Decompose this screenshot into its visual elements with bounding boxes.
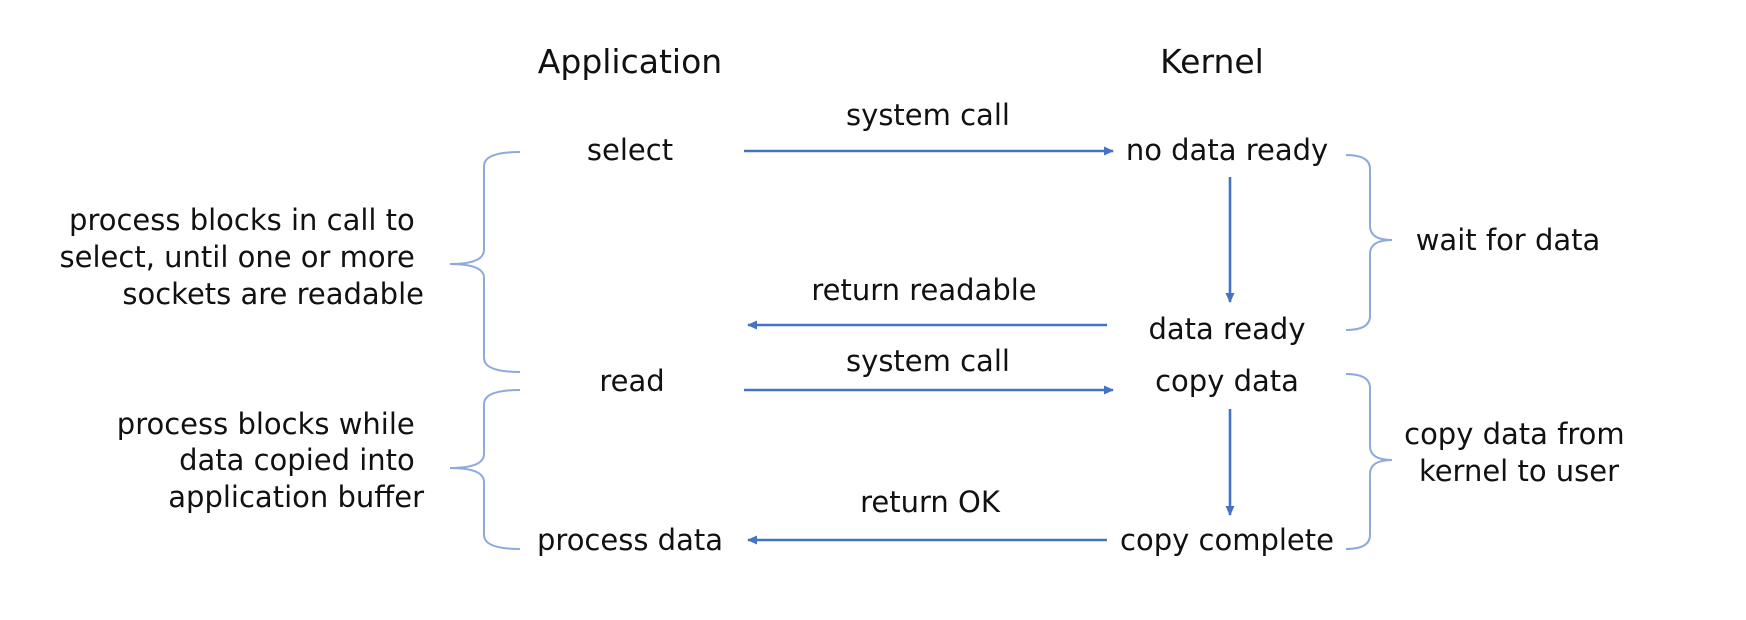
annotation-wait-line-1: wait for data bbox=[1416, 223, 1601, 257]
kernel-step-no-data-ready: no data ready bbox=[1126, 133, 1328, 167]
annotation-copy-line-2: kernel to user bbox=[1419, 454, 1619, 488]
right-brace-wait bbox=[1345, 154, 1393, 331]
app-step-read: read bbox=[599, 364, 664, 398]
annotation-select-line-3: sockets are readable bbox=[122, 277, 424, 311]
app-step-select: select bbox=[587, 133, 673, 167]
kernel-step-copy-data: copy data bbox=[1155, 364, 1299, 398]
message-system-call-select: system call bbox=[846, 98, 1010, 132]
left-brace-select bbox=[449, 151, 521, 373]
message-system-call-read: system call bbox=[846, 344, 1010, 378]
right-brace-copy bbox=[1345, 373, 1393, 550]
annotation-read-blocking: process blocks while data copied into ap… bbox=[117, 407, 424, 514]
annotation-select-blocking: process blocks in call to select, until … bbox=[60, 203, 424, 311]
left-brace-read bbox=[449, 389, 521, 550]
annotation-wait-for-data: wait for data bbox=[1416, 223, 1601, 257]
annotation-copy-line-1: copy data from bbox=[1404, 417, 1625, 451]
annotation-copy-to-user: copy data from kernel to user bbox=[1404, 417, 1634, 488]
message-return-readable: return readable bbox=[811, 273, 1036, 307]
kernel-step-data-ready: data ready bbox=[1148, 312, 1305, 346]
annotation-read-line-1: process blocks while bbox=[117, 407, 415, 441]
message-return-ok: return OK bbox=[860, 485, 1001, 519]
annotation-select-line-2: select, until one or more bbox=[60, 240, 415, 274]
annotation-select-line-1: process blocks in call to bbox=[69, 203, 415, 237]
annotation-read-line-2: data copied into bbox=[179, 443, 415, 477]
app-step-process-data: process data bbox=[537, 523, 723, 557]
annotation-read-line-3: application buffer bbox=[168, 480, 424, 514]
application-column-header: Application bbox=[538, 42, 722, 81]
kernel-column-header: Kernel bbox=[1160, 42, 1264, 81]
kernel-step-copy-complete: copy complete bbox=[1120, 523, 1334, 557]
